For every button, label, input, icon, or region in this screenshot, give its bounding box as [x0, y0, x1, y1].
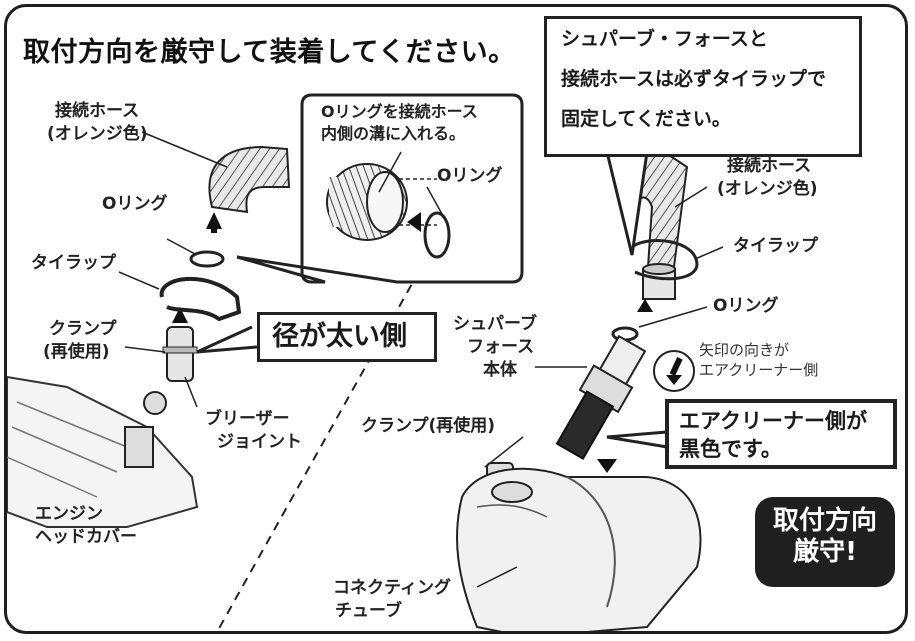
- left-clamp-label-1: クランプ: [49, 319, 117, 339]
- left-tie-wrap-shape: [159, 276, 242, 322]
- superb-force-label-1: シュパーブ: [453, 314, 537, 334]
- left-hose-shape: [208, 145, 291, 214]
- aircleaner-line-1: エアクリーナー側が: [679, 409, 867, 433]
- right-hose-label-2: (オレンジ色): [717, 179, 818, 199]
- superb-force-label-2: フォース: [467, 337, 535, 357]
- direction-badge: 取付方向 厳守!: [755, 497, 895, 587]
- wide-side-label: 径が太い側: [272, 321, 407, 352]
- left-hose-label-1: 接続ホース: [55, 101, 140, 121]
- left-oring-label: Oリング: [102, 194, 168, 214]
- page-title: 取付方向を厳守して装着してください。: [23, 37, 516, 68]
- diagram-frame: 取付方向を厳守して装着してください。 シュパーブ・フォースと 接続ホースは必ずタ…: [4, 4, 908, 634]
- aircleaner-box: エアクリーナー側が 黒色です。: [665, 399, 897, 469]
- connecting-tube-label-1: コネクティング: [333, 578, 451, 598]
- left-hose-label-2: (オレンジ色): [47, 124, 148, 144]
- superb-force-label-3: 本体: [483, 360, 517, 380]
- right-hose-label-1: 接続ホース: [727, 156, 812, 176]
- breather-joint-label-1: ブリーザー: [205, 409, 290, 429]
- wide-side-box: 径が太い側: [257, 312, 437, 362]
- note-line-2: 接続ホースは必ずタイラップで: [561, 68, 827, 90]
- note-line-1: シュパーブ・フォースと: [561, 28, 768, 50]
- tie-wrap-note-box: シュパーブ・フォースと 接続ホースは必ずタイラップで 固定してください。: [544, 16, 862, 157]
- left-tie-wrap-label: タイラップ: [31, 253, 116, 273]
- badge-line-1: 取付方向: [772, 506, 877, 536]
- connecting-tube-label-2: チューブ: [335, 601, 402, 621]
- installation-illustration: [7, 93, 724, 631]
- connecting-tube-shape: [456, 467, 702, 631]
- oring-instruction-line-2: 内側の溝に入れる。: [321, 124, 466, 143]
- engine-head-cover-label-1: エンジン: [35, 504, 103, 524]
- right-oring-label: Oリング: [713, 296, 779, 316]
- engine-head-cover-label-2: ヘッドカバー: [35, 527, 137, 547]
- note-line-3: 固定してください。: [561, 108, 731, 130]
- aircleaner-line-2: 黒色です。: [679, 437, 782, 461]
- arrow-hint-line-2: エアクリーナー側: [699, 361, 819, 379]
- badge-line-2: 厳守!: [793, 537, 857, 568]
- right-clamp-label: クランプ(再使用): [361, 416, 496, 436]
- arrow-hint-line-1: 矢印の向きが: [699, 341, 790, 359]
- breather-joint-label-2: ジョイント: [217, 432, 302, 452]
- center-oring-label: Oリング: [437, 166, 503, 186]
- oring-instruction-line-1: Oリングを接続ホース: [321, 102, 478, 121]
- engine-head-cover-shape: [7, 375, 199, 528]
- right-tie-wrap-label: タイラップ: [733, 236, 818, 256]
- left-clamp-label-2: (再使用): [43, 342, 110, 362]
